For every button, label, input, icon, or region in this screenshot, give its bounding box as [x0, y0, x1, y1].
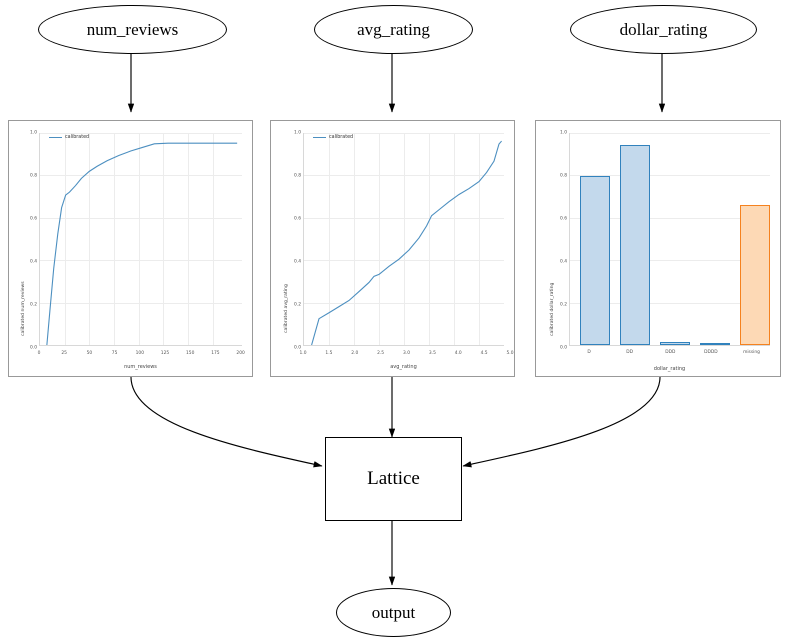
input-node-dollar-rating[interactable]: dollar_rating	[570, 5, 757, 54]
y-axis-label: calibrated num_reviews	[21, 281, 26, 336]
y-tick: 0.0	[294, 345, 301, 351]
x-axis-label: avg_rating	[390, 364, 417, 370]
edge-plot3-to-lattice	[462, 376, 661, 468]
plot-area	[569, 133, 770, 346]
legend-swatch	[313, 136, 326, 139]
series-calibrated	[40, 133, 242, 345]
y-tick: 0.8	[30, 173, 37, 179]
x-tick: 3.5	[428, 351, 436, 356]
y-tick: 0.4	[560, 259, 567, 265]
x-tick: 4.0	[454, 351, 462, 356]
x-tick-DD: DD	[626, 350, 634, 355]
input-node-label: avg_rating	[357, 19, 430, 39]
plot-legend: calibrated	[313, 135, 353, 140]
legend-label: calibrated	[65, 135, 90, 140]
lattice-node[interactable]: Lattice	[325, 437, 462, 521]
calibration-plot-dollar-rating[interactable]: calibrated dollar_rating dollar_rating 1…	[535, 120, 781, 377]
y-tick: 0.0	[560, 345, 567, 351]
x-tick: 100	[135, 351, 144, 356]
x-tick: 5.0	[506, 351, 514, 356]
x-tick-DDDD: DDDD	[704, 350, 718, 355]
x-tick: 75	[111, 351, 118, 356]
y-tick: 0.6	[294, 216, 301, 222]
x-tick: 2.0	[351, 351, 359, 356]
y-tick: 0.2	[30, 302, 37, 308]
lattice-node-label: Lattice	[367, 468, 420, 489]
input-node-num-reviews[interactable]: num_reviews	[38, 5, 227, 54]
plot-legend: calibrated	[49, 135, 89, 140]
x-tick: 0	[37, 351, 41, 356]
y-tick: 0.8	[294, 173, 301, 179]
legend-swatch	[49, 136, 62, 139]
series-calibrated	[304, 133, 504, 345]
y-tick: 0.6	[30, 216, 37, 222]
y-axis-label: calibrated avg_rating	[284, 284, 289, 333]
y-tick: 0.4	[30, 259, 37, 265]
bar-missing	[740, 205, 770, 345]
calibration-plot-num-reviews[interactable]: calibrated calibrated num_reviews num_re…	[8, 120, 253, 377]
y-axis-label: calibrated dollar_rating	[550, 282, 555, 336]
x-tick: 1.5	[325, 351, 333, 356]
y-tick: 0.8	[560, 173, 567, 179]
x-axis-label: dollar_rating	[653, 366, 686, 372]
input-node-label: dollar_rating	[619, 19, 708, 39]
x-tick: 150	[185, 351, 195, 356]
bar-DDD	[660, 341, 690, 345]
x-tick: 50	[86, 351, 93, 356]
y-tick: 0.2	[294, 302, 301, 308]
legend-label: calibrated	[329, 135, 354, 140]
x-tick: 3.0	[403, 351, 410, 356]
x-tick: 125	[160, 351, 170, 356]
x-axis-label: num_reviews	[124, 364, 157, 370]
plot-area	[303, 133, 504, 346]
x-tick: 200	[236, 351, 245, 356]
y-tick: 1.0	[294, 130, 301, 136]
bar-DDDD	[700, 343, 730, 345]
y-tick: 0.0	[30, 345, 37, 351]
x-tick-missing: missing	[743, 350, 760, 355]
y-tick: 0.6	[560, 216, 567, 222]
x-tick: 1.0	[299, 351, 307, 356]
x-tick: 175	[211, 351, 220, 356]
output-node-label: output	[371, 602, 416, 622]
calibration-plot-avg-rating[interactable]: calibrated calibrated avg_rating avg_rat…	[270, 120, 515, 377]
y-tick: 0.4	[294, 259, 301, 265]
y-tick: 0.2	[560, 302, 567, 308]
output-node[interactable]: output	[336, 588, 451, 637]
y-tick: 1.0	[30, 130, 37, 136]
bar-DD	[620, 144, 650, 345]
input-node-avg-rating[interactable]: avg_rating	[314, 5, 473, 54]
input-node-label: num_reviews	[86, 19, 179, 39]
edge-plot1-to-lattice	[130, 376, 323, 468]
y-tick: 1.0	[560, 130, 567, 136]
plot-area	[39, 133, 242, 346]
x-tick-D: D	[587, 350, 591, 355]
x-tick-DDD: DDD	[665, 350, 676, 355]
x-tick: 25	[61, 351, 67, 356]
x-tick: 2.5	[377, 351, 385, 356]
bar-D	[580, 175, 610, 345]
x-tick: 4.5	[480, 351, 488, 356]
